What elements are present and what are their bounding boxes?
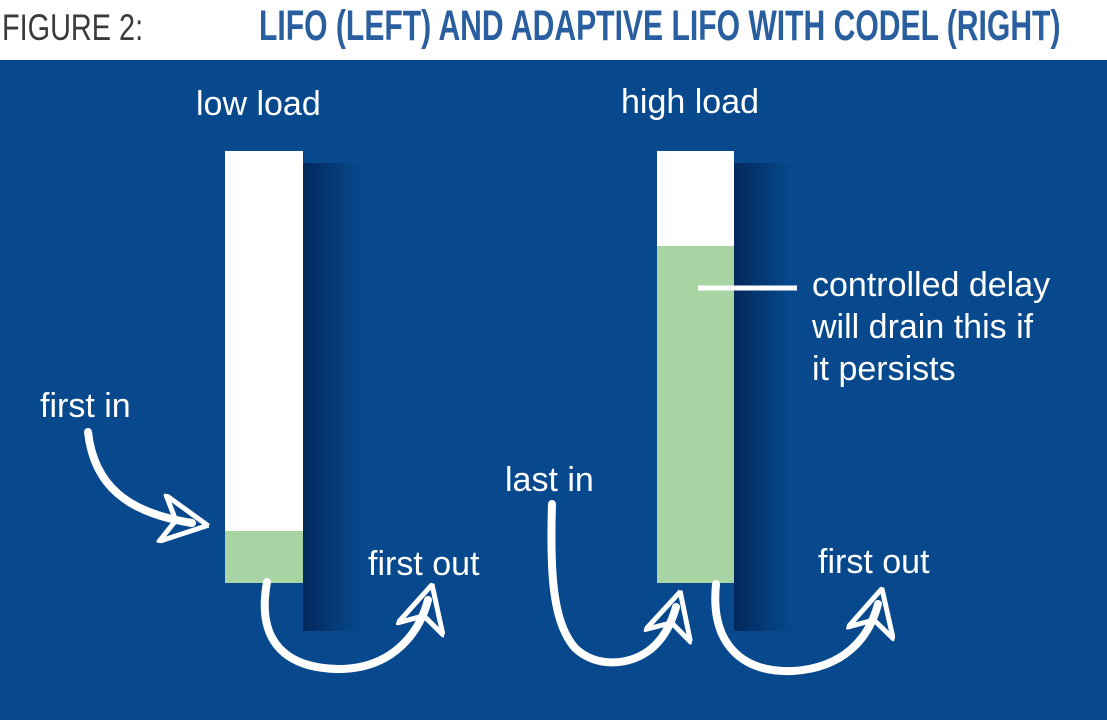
- first-in-label: first in: [40, 387, 131, 425]
- right-queue-bar: [657, 151, 734, 583]
- right-queue-fill: [657, 246, 734, 583]
- figure-caption: FIGURE 2: LIFO (LEFT) AND ADAPTIVE LIFO …: [0, 0, 1107, 60]
- first-out-left-label: first out: [368, 545, 480, 583]
- figure-title: LIFO (LEFT) AND ADAPTIVE LIFO WITH CODEL…: [258, 2, 1061, 50]
- left-queue-shadow: [303, 163, 361, 631]
- left-queue-fill: [225, 531, 303, 583]
- first-out-right-label: first out: [818, 543, 930, 581]
- codel-callout-text: controlled delay will drain this if it p…: [812, 266, 1051, 388]
- figure-number-label: FIGURE 2:: [2, 7, 144, 48]
- left-queue-bar: [225, 151, 303, 583]
- low-load-label: low load: [196, 85, 321, 123]
- right-queue-shadow: [734, 163, 792, 631]
- last-in-label: last in: [505, 461, 594, 499]
- diagram-panel: [0, 60, 1107, 720]
- high-load-label: high load: [621, 83, 760, 121]
